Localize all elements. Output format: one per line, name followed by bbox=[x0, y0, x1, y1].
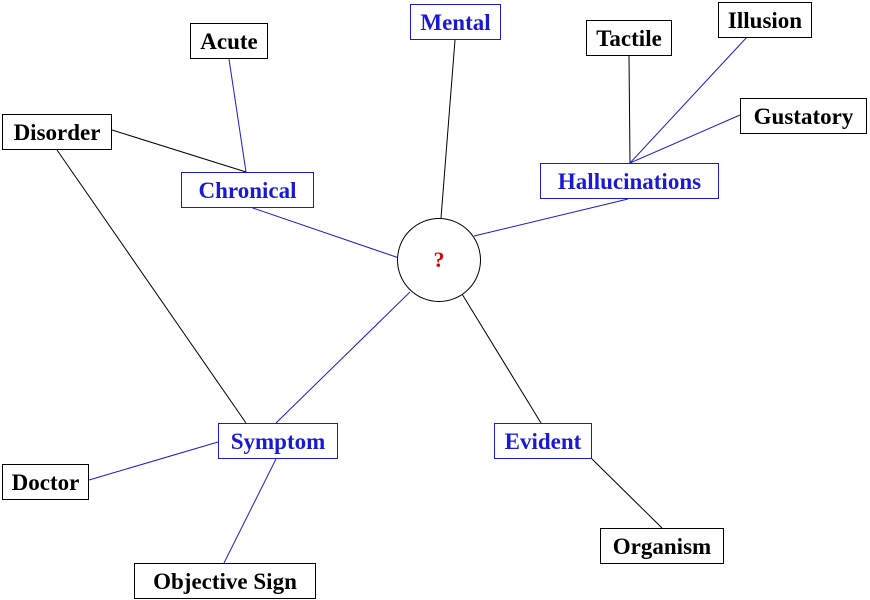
edge-symptom-doctor bbox=[88, 441, 219, 481]
node-disorder[interactable]: Disorder bbox=[2, 114, 112, 150]
node-organism[interactable]: Organism bbox=[600, 528, 724, 564]
edge-hallucinations-illusion bbox=[629, 36, 748, 164]
edge-hallucinations-tactile bbox=[628, 55, 631, 164]
node-symptom[interactable]: Symptom bbox=[218, 423, 338, 459]
node-objective-sign[interactable]: Objective Sign bbox=[134, 563, 316, 599]
edge-center-chronical bbox=[249, 206, 400, 259]
edge-center-symptom bbox=[275, 291, 411, 424]
edge-center-hallucinations bbox=[473, 198, 629, 237]
edge-chronical-disorder bbox=[111, 129, 247, 173]
edge-hallucinations-gustatory bbox=[629, 114, 741, 164]
edge-evident-organism bbox=[591, 458, 663, 529]
node-doctor[interactable]: Doctor bbox=[2, 464, 89, 500]
edge-symptom-objective bbox=[223, 458, 277, 564]
edge-center-evident bbox=[461, 293, 542, 424]
node-chronical[interactable]: Chronical bbox=[181, 172, 314, 208]
node-tactile[interactable]: Tactile bbox=[586, 20, 672, 56]
node-gustatory[interactable]: Gustatory bbox=[740, 98, 867, 134]
node-acute[interactable]: Acute bbox=[190, 23, 268, 59]
center-unknown-node[interactable]: ? bbox=[397, 218, 481, 302]
node-illusion[interactable]: Illusion bbox=[718, 2, 812, 38]
edge-center-mental bbox=[440, 39, 456, 219]
node-mental[interactable]: Mental bbox=[410, 4, 501, 40]
node-evident[interactable]: Evident bbox=[494, 423, 592, 459]
edge-symptom-disorder bbox=[56, 149, 247, 424]
edge-chronical-acute bbox=[228, 58, 247, 173]
node-hallucinations[interactable]: Hallucinations bbox=[540, 163, 719, 199]
